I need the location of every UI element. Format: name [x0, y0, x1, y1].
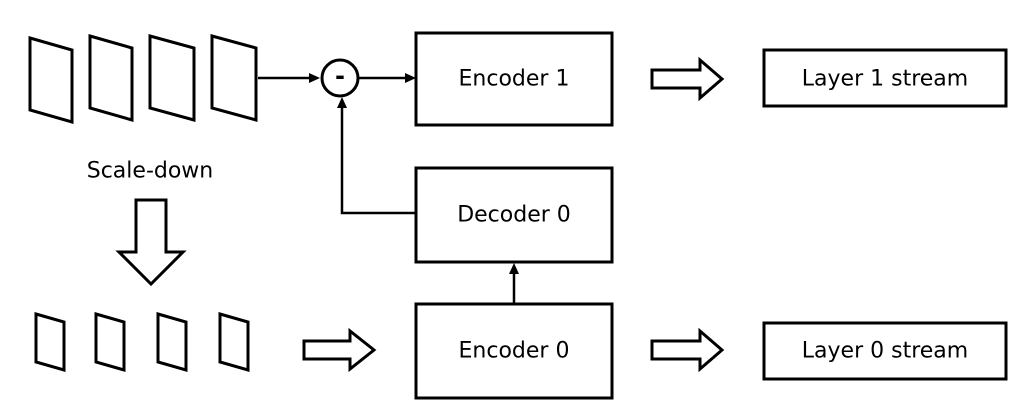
scale-down-arrow — [115, 198, 187, 287]
layer-0-stream-box: Layer 0 stream — [762, 321, 1008, 381]
hollow-arrow-frames-to-encoder0 — [302, 327, 377, 373]
frame-full-3 — [148, 34, 196, 122]
arrowhead-encoder0-to-decoder0 — [509, 263, 519, 274]
full-resolution-frames — [28, 34, 258, 124]
frame-full-4 — [210, 34, 258, 122]
frame-low-2 — [94, 312, 126, 372]
arrowhead-subtractor-to-encoder1 — [405, 73, 416, 83]
hollow-arrow-encoder1-to-layer1 — [650, 56, 725, 102]
arrowhead-frames-to-subtractor — [309, 73, 320, 83]
subtractor-node: - — [320, 58, 360, 98]
decoder-0-box: Decoder 0 — [414, 166, 614, 264]
encoder-1-box: Encoder 1 — [414, 31, 614, 127]
encoder-0-label: Encoder 0 — [459, 339, 570, 364]
frame-low-3 — [156, 312, 188, 372]
arrowhead-decoder0-to-subtractor — [337, 97, 347, 108]
frame-low-1 — [34, 312, 66, 372]
layer-1-stream-label: Layer 1 stream — [802, 67, 968, 92]
frame-full-1 — [28, 36, 74, 124]
layer-1-stream-box: Layer 1 stream — [762, 48, 1008, 108]
encoder-0-box: Encoder 0 — [414, 302, 614, 400]
scale-down-label: Scale-down — [87, 159, 214, 184]
layer-0-stream-label: Layer 0 stream — [802, 339, 968, 364]
frame-low-4 — [218, 312, 250, 372]
low-resolution-frames — [34, 312, 250, 372]
decoder-0-label: Decoder 0 — [457, 203, 571, 228]
hollow-arrow-encoder0-to-layer0 — [650, 327, 725, 373]
connector-decoder0-to-subtractor — [340, 106, 416, 215]
encoder-1-label: Encoder 1 — [459, 67, 570, 92]
frame-full-2 — [88, 34, 134, 122]
subtractor-symbol: - — [335, 62, 345, 90]
